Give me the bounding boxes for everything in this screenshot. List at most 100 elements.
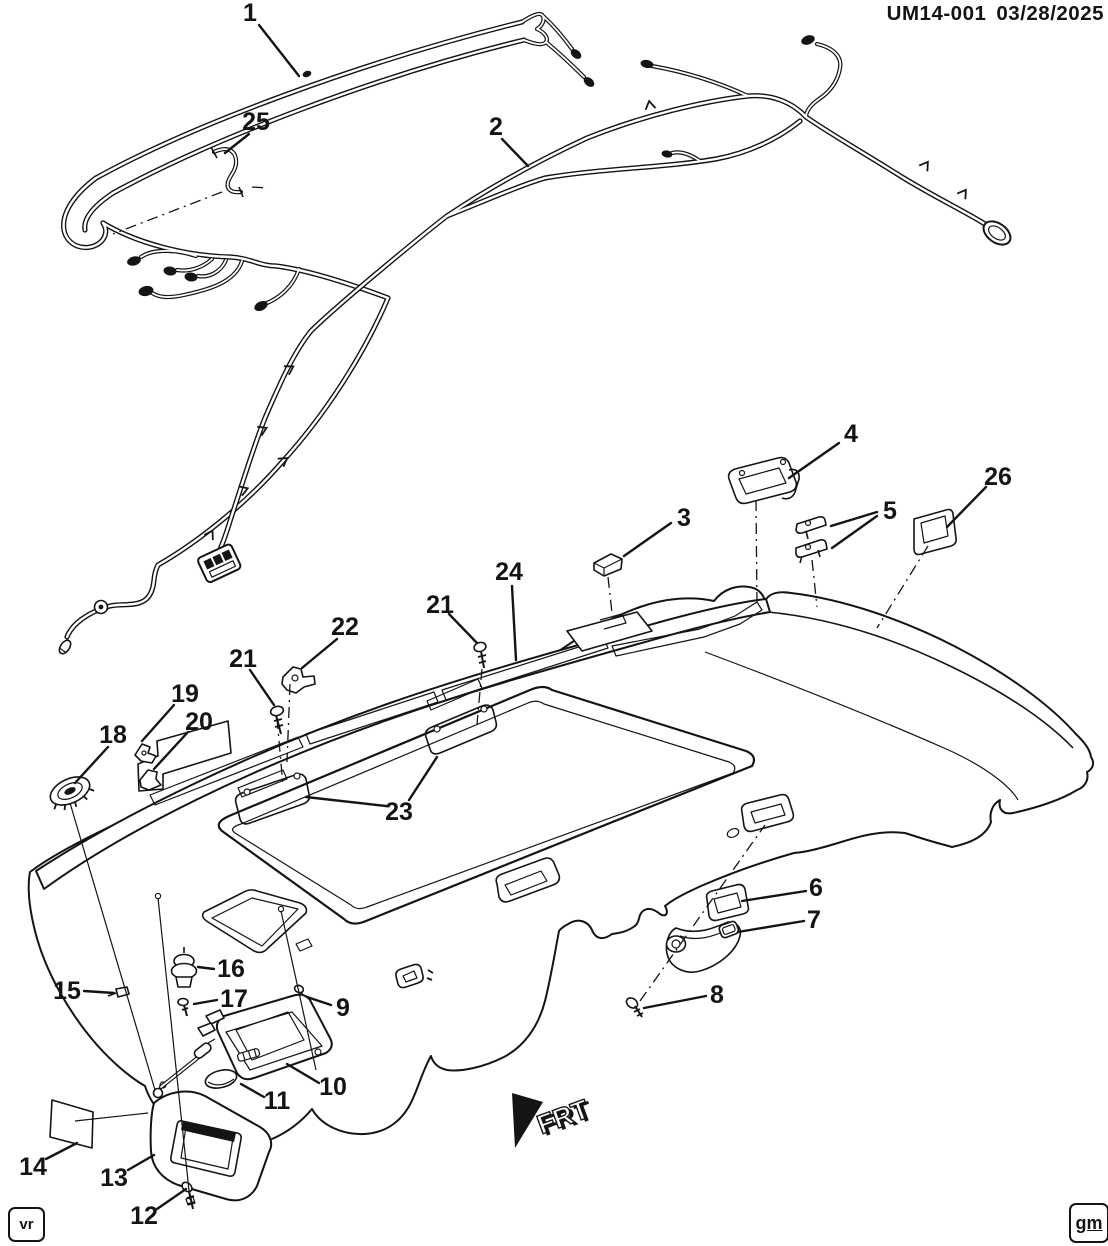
leader-line xyxy=(192,998,219,1006)
part-4-lamp-bracket xyxy=(727,456,800,505)
alignment-line xyxy=(69,802,156,1091)
part-7-grab-handle xyxy=(665,920,742,973)
harness-multi-connector xyxy=(197,543,242,584)
callout-21: 21 xyxy=(229,645,257,673)
alignment-line xyxy=(251,186,269,189)
callout-24: 24 xyxy=(495,558,523,586)
alignment-line xyxy=(811,559,818,608)
part-10-overhead-console xyxy=(197,993,333,1081)
alignment-line xyxy=(476,668,483,725)
leader-line xyxy=(407,755,439,802)
document-id: UM14-001 xyxy=(886,2,987,25)
console-bracket xyxy=(566,611,653,652)
alignment-guides xyxy=(69,186,929,1201)
gm-logo: gm xyxy=(1069,1203,1108,1243)
callout-16: 16 xyxy=(217,955,245,983)
part-24-windshield-rail-trim xyxy=(35,598,771,890)
gm-logo-label: gm xyxy=(1075,1212,1103,1233)
leader-line xyxy=(305,995,333,1007)
callout-22: 22 xyxy=(331,613,359,641)
leader-line xyxy=(736,919,806,934)
leader-line xyxy=(82,989,116,995)
leader-line xyxy=(510,584,518,662)
callout-2: 2 xyxy=(489,113,503,141)
alignment-line xyxy=(876,545,929,629)
callout-12: 12 xyxy=(130,1202,158,1230)
part-3-clip xyxy=(593,553,623,577)
leader-line xyxy=(73,745,110,785)
drawing-header: UM14-001 03/28/2025 xyxy=(877,2,1104,26)
roof-wiring-harness-front xyxy=(58,14,595,655)
callout-7: 7 xyxy=(807,906,821,934)
leader-line xyxy=(152,730,190,771)
callout-9: 9 xyxy=(336,994,350,1022)
leader-line xyxy=(44,1141,79,1161)
alignment-line xyxy=(755,499,758,605)
leader-line xyxy=(740,889,808,903)
leader-line xyxy=(126,1153,156,1172)
callout-6: 6 xyxy=(809,874,823,902)
callout-20: 20 xyxy=(185,708,213,736)
grab-handle-recess-right xyxy=(726,793,795,839)
part-23-reading-lamps xyxy=(234,678,498,825)
callout-13: 13 xyxy=(100,1164,128,1192)
alignment-line xyxy=(280,910,317,1071)
part-20-clip xyxy=(139,769,162,791)
callout-3: 3 xyxy=(677,504,691,532)
callout-5: 5 xyxy=(883,497,897,525)
leader-line xyxy=(285,1062,321,1085)
part-19-clip xyxy=(134,743,157,764)
leader-line xyxy=(155,1187,188,1211)
leader-line xyxy=(300,637,339,670)
leader-line xyxy=(223,132,251,155)
leader-line xyxy=(257,23,301,78)
callout-19: 19 xyxy=(171,680,199,708)
part-5-clips xyxy=(795,516,828,564)
alignment-line xyxy=(112,191,223,235)
callout-14: 14 xyxy=(19,1153,47,1181)
leader-line xyxy=(140,703,176,743)
callout-23: 23 xyxy=(385,798,413,826)
leader-line xyxy=(447,612,479,645)
part-6-handle-bezel xyxy=(705,883,750,922)
callout-15: 15 xyxy=(53,977,81,1005)
callout-1: 1 xyxy=(243,0,257,27)
callout-4: 4 xyxy=(844,420,858,448)
part-8-screw xyxy=(625,997,644,1018)
leader-line xyxy=(642,994,708,1010)
leader-line xyxy=(304,795,388,808)
small-cutout xyxy=(395,963,434,989)
leader-line xyxy=(500,137,530,168)
alignment-line xyxy=(276,717,284,787)
part-25-harness-strap xyxy=(210,146,244,198)
harness-end-connector xyxy=(982,220,1012,246)
headliner-panel xyxy=(27,585,1095,1147)
leader-line xyxy=(248,668,276,707)
callout-21: 21 xyxy=(426,591,454,619)
callout-26: 26 xyxy=(984,463,1012,491)
roof-wiring-harness-rear xyxy=(197,35,1012,584)
callout-8: 8 xyxy=(710,981,724,1009)
console-mounting-pad xyxy=(201,889,308,954)
leader-line xyxy=(945,485,988,529)
leader-line xyxy=(239,1082,266,1099)
leader-line xyxy=(196,965,216,971)
leader-line xyxy=(787,441,841,480)
callout-17: 17 xyxy=(220,985,248,1013)
frt-direction-arrow: FRT FRT xyxy=(512,1093,597,1148)
part-26-pad xyxy=(913,508,957,556)
callout-11: 11 xyxy=(264,1087,291,1115)
callout-10: 10 xyxy=(319,1073,347,1101)
part-22-clip xyxy=(281,666,316,694)
callout-18: 18 xyxy=(99,721,127,749)
leader-line xyxy=(830,514,879,550)
alignment-line xyxy=(286,683,291,763)
alignment-line xyxy=(74,1112,149,1122)
leader-line xyxy=(829,510,879,528)
document-date: 03/28/2025 xyxy=(996,2,1104,25)
part-16-clip xyxy=(170,947,198,988)
alignment-line xyxy=(607,576,614,623)
